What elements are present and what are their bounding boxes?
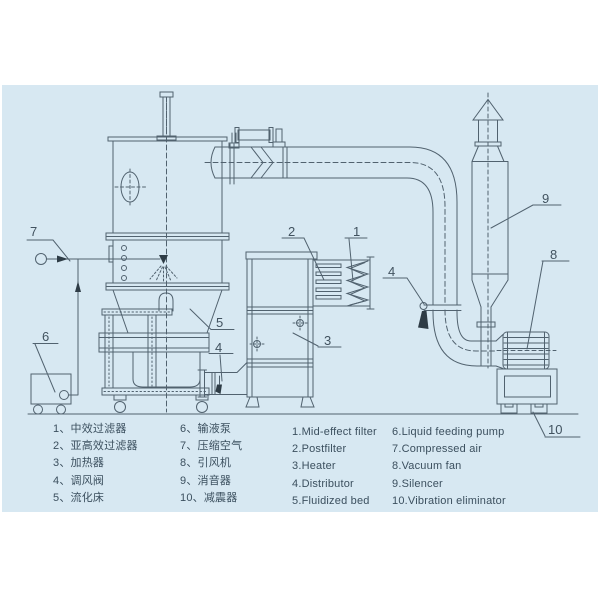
callout-8: 8 — [550, 247, 557, 262]
vibration-eliminators — [500, 403, 548, 414]
legend-item: 3.Heater — [292, 460, 336, 473]
legend-item: 7.Compressed air — [392, 443, 483, 456]
liquid-pump — [30, 373, 72, 405]
lance-mount — [108, 245, 114, 263]
legend-item: 6、输液泵 — [180, 423, 232, 435]
callout-6: 6 — [42, 329, 49, 344]
spray-nozzle — [159, 255, 168, 264]
legend-item: 10、减震器 — [180, 491, 238, 504]
bottom-air-duct — [197, 362, 248, 398]
damper-valve-top — [418, 302, 462, 329]
valve-handle — [215, 384, 222, 394]
tower-lid — [107, 136, 228, 142]
callout-leaders — [26, 204, 581, 438]
callout-4-bottom: 4 — [215, 340, 222, 355]
callout-4-top: 4 — [388, 264, 395, 279]
legend-item: 1.Mid-effect filter — [292, 426, 377, 438]
callout-7: 7 — [30, 224, 37, 239]
drawing-panel — [2, 85, 598, 512]
legend-item: 4.Distributor — [292, 477, 354, 490]
cabinet-feet — [245, 396, 315, 408]
legend-item: 6.Liquid feeding pump — [392, 426, 505, 438]
legend-item: 2、亚高效过滤器 — [53, 440, 138, 453]
right-arrow-icon — [57, 255, 68, 263]
legend-item: 10.Vibration eliminator — [392, 494, 506, 507]
adjuster-knob — [292, 315, 308, 331]
spray-feed-system — [30, 253, 178, 415]
legend-item: 1、中效过滤器 — [53, 423, 127, 435]
up-arrow-icon — [75, 281, 81, 292]
fluidized-bed-container — [98, 332, 210, 388]
caster-wheel — [196, 401, 208, 413]
adjuster-knob — [249, 336, 265, 352]
damper-valve-bottom — [215, 375, 222, 394]
legend-item: 4、调风阀 — [53, 474, 105, 487]
postfilter-slats — [315, 263, 342, 300]
callout-9: 9 — [542, 191, 549, 206]
duct-actuator — [228, 127, 286, 149]
callout-3: 3 — [324, 333, 331, 348]
legend-cn-col1: 1、中效过滤器 2、亚高效过滤器 3、加热器 4、调风阀 5、流化床 — [53, 421, 138, 507]
legend-item: 9.Silencer — [392, 477, 443, 490]
legend-item: 8.Vacuum fan — [392, 460, 462, 473]
spray-pattern — [149, 265, 178, 284]
legend-en-col1: 1.Mid-effect filter 2.Postfilter 3.Heate… — [292, 424, 377, 510]
callout-2: 2 — [288, 224, 295, 239]
legend-item: 9、消音器 — [180, 474, 232, 487]
silencer — [471, 92, 509, 369]
callout-5: 5 — [216, 315, 223, 330]
callout-1: 1 — [353, 224, 360, 239]
heater-cabinet — [245, 251, 318, 408]
trolley — [101, 308, 210, 413]
legend-cn-col2: 6、输液泵 7、压缩空气 8、引风机 9、消音器 10、减震器 — [180, 421, 242, 507]
legend-item: 2.Postfilter — [292, 443, 347, 456]
callout-10: 10 — [548, 422, 562, 437]
legend-item: 7、压缩空气 — [180, 440, 243, 453]
caster-wheel — [114, 401, 126, 413]
fan-outlet-pipe — [480, 306, 492, 367]
mid-effect-filter-zigzag — [345, 260, 370, 307]
vacuum-fan — [495, 331, 558, 414]
valve-handle — [418, 311, 429, 329]
legend-en-col2: 6.Liquid feeding pump 7.Compressed air 8… — [392, 424, 506, 510]
legend-item: 8、引风机 — [180, 457, 232, 470]
cabinet-lid — [245, 251, 318, 260]
legend-item: 5、流化床 — [53, 491, 105, 504]
fan-base — [496, 368, 558, 405]
legend-item: 3、加热器 — [53, 457, 105, 470]
top-duct — [204, 127, 498, 352]
callout-numbers: 7 6 2 1 4 9 8 3 5 4 10 — [30, 191, 562, 437]
filter-section — [312, 256, 375, 310]
exhaust-cap — [472, 98, 504, 121]
exhaust-elbow-duct — [432, 309, 497, 367]
legend-item: 5.Fluidized bed — [292, 494, 370, 507]
